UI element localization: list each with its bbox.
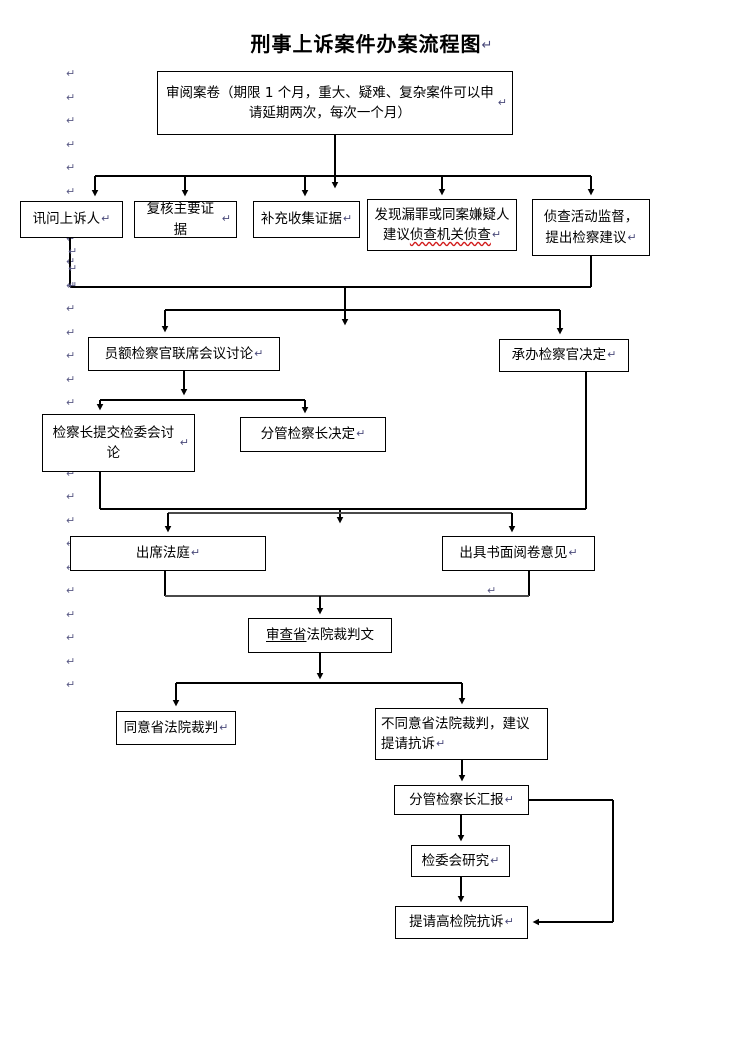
paragraph-mark: ↵	[66, 607, 76, 621]
paragraph-mark: ↵	[66, 631, 76, 644]
node-review-key-evidence[interactable]: 复核主要证据 ↵	[134, 201, 237, 238]
paragraph-mark: ↵	[66, 372, 76, 386]
node-review-file-label: 审阅案卷（期限 1 个月，重大、疑难、复杂案件可以申请延期两次，每次一个月）	[166, 84, 494, 121]
paragraph-mark: ↵	[66, 90, 76, 104]
paragraph-mark: ↵	[66, 114, 76, 127]
node-interrogate-appellant[interactable]: 讯问上诉人↵	[20, 201, 123, 238]
paragraph-mark: ↵	[66, 654, 76, 668]
node-prosecutor-decision-label: 承办检察官决定	[511, 347, 607, 364]
node-joint-meeting-label: 员额检察官联席会议讨论	[104, 345, 254, 362]
node-review-key-evidence-label: 复核主要证据	[146, 201, 215, 238]
pilcrow-mark: ↵	[627, 230, 637, 244]
node-review-judgment-label-underlined: 审查省	[266, 627, 307, 644]
pilcrow-mark: ↵	[504, 792, 514, 806]
node-found-omitted-crime-text: 发现漏罪或同案嫌疑人 建议侦查机关侦查↵	[375, 205, 510, 246]
pilcrow-mark: ↵	[607, 348, 617, 362]
pilcrow-mark: ↵	[179, 435, 189, 449]
paragraph-mark: ↵	[66, 137, 76, 151]
pilcrow-mark: ↵	[101, 212, 111, 226]
paragraph-mark: ↵	[66, 466, 76, 480]
page-title-text: 刑事上诉案件办案流程图	[250, 32, 482, 56]
node-disagree-judgment-line2: 提请抗诉	[381, 736, 435, 752]
pilcrow-mark: ↵	[497, 95, 507, 109]
paragraph-mark: ↵	[66, 325, 76, 339]
node-request-protest-label: 提请高检院抗诉	[409, 914, 504, 931]
pilcrow-mark: ↵	[356, 427, 366, 441]
paragraph-mark: ↵	[66, 584, 76, 597]
node-disagree-judgment[interactable]: 不同意省法院裁判，建议 提请抗诉↵	[375, 708, 548, 760]
node-request-protest[interactable]: 提请高检院抗诉↵	[395, 906, 528, 939]
node-joint-meeting[interactable]: 员额检察官联席会议讨论↵	[88, 337, 280, 371]
node-written-opinion-label: 出具书面阅卷意见	[459, 545, 568, 562]
pilcrow-mark: ↵	[190, 546, 201, 560]
node-interrogate-appellant-label: 讯问上诉人	[32, 211, 101, 228]
paragraph-mark: ↵	[66, 490, 76, 503]
node-prosecutor-decision[interactable]: 承办检察官决定↵	[499, 339, 629, 372]
node-disagree-judgment-line1: 不同意省法院裁判，建议	[381, 715, 530, 732]
paragraph-mark: ↵	[66, 396, 76, 409]
node-committee-study-label: 检委会研究	[421, 852, 490, 869]
paragraph-mark: ↵	[66, 161, 76, 174]
paragraph-mark: ↵	[66, 184, 76, 198]
node-disagree-judgment-text: 不同意省法院裁判，建议 提请抗诉↵	[381, 714, 530, 755]
paragraph-mark: ↵	[68, 279, 78, 292]
node-attend-court[interactable]: 出席法庭↵	[70, 536, 266, 571]
node-collect-more-evidence[interactable]: 补充收集证据↵	[253, 201, 360, 238]
node-agree-judgment-label: 同意省法院裁判	[123, 719, 219, 736]
pilcrow-mark: ↵	[568, 546, 578, 560]
node-deputy-chief-decision-label: 分管检察长决定	[260, 426, 356, 443]
node-committee-study[interactable]: 检委会研究↵	[411, 845, 510, 877]
pilcrow-mark: ↵	[254, 346, 264, 360]
pilcrow-mark: ↵	[342, 212, 353, 226]
node-report-deputy-chief-label: 分管检察长汇报	[409, 791, 504, 808]
node-review-judgment[interactable]: 审查省法院裁判文	[248, 618, 392, 653]
node-chief-submit-committee[interactable]: 检察长提交检委会讨论 ↵	[42, 414, 195, 472]
paragraph-mark: ↵	[68, 245, 78, 258]
node-review-judgment-label-rest: 法院裁判文	[306, 627, 375, 644]
pilcrow-mark: ↵	[504, 915, 514, 929]
node-found-omitted-crime-line2-plain: 建议	[382, 227, 410, 243]
paragraph-mark: ↵	[66, 513, 76, 527]
paragraph-mark: ↵	[66, 302, 76, 315]
node-collect-more-evidence-label: 补充收集证据	[260, 211, 342, 228]
pilcrow-mark: ↵	[436, 737, 446, 750]
paragraph-mark: ↵	[66, 678, 76, 691]
page-title: 刑事上诉案件办案流程图↵	[0, 28, 744, 57]
pilcrow-mark: ↵	[490, 853, 500, 867]
node-investigation-supervision-text: 侦查活动监督， 提出检察建议↵	[544, 207, 639, 248]
node-investigation-supervision-line2: 提出检察建议	[545, 229, 627, 246]
node-investigation-supervision[interactable]: 侦查活动监督， 提出检察建议↵	[532, 199, 650, 256]
node-found-omitted-crime-line2-flagged: 侦查机关侦查	[409, 227, 491, 243]
pilcrow-mark: ↵	[219, 720, 229, 734]
paragraph-mark: ↵	[66, 67, 76, 80]
node-review-file[interactable]: 审阅案卷（期限 1 个月，重大、疑难、复杂案件可以申请延期两次，每次一个月）↵	[157, 71, 513, 135]
node-agree-judgment[interactable]: 同意省法院裁判↵	[116, 711, 236, 745]
paragraph-mark: ↵	[68, 262, 78, 275]
pilcrow-mark: ↵	[481, 38, 494, 53]
pilcrow-mark: ↵	[221, 212, 231, 226]
node-report-deputy-chief[interactable]: 分管检察长汇报↵	[394, 785, 529, 815]
node-written-opinion[interactable]: 出具书面阅卷意见↵	[442, 536, 595, 571]
pilcrow-mark: ↵	[491, 228, 502, 241]
paragraph-mark: ↵	[66, 349, 76, 362]
node-chief-submit-committee-label: 检察长提交检委会讨论	[52, 424, 175, 461]
node-deputy-chief-decision[interactable]: 分管检察长决定↵	[240, 417, 386, 452]
paragraph-mark: ↵	[487, 584, 497, 597]
node-found-omitted-crime-line1: 发现漏罪或同案嫌疑人	[374, 206, 510, 223]
node-attend-court-label: 出席法庭	[135, 545, 190, 562]
node-found-omitted-crime[interactable]: 发现漏罪或同案嫌疑人 建议侦查机关侦查↵	[367, 199, 517, 251]
node-investigation-supervision-line1: 侦查活动监督，	[543, 209, 639, 226]
